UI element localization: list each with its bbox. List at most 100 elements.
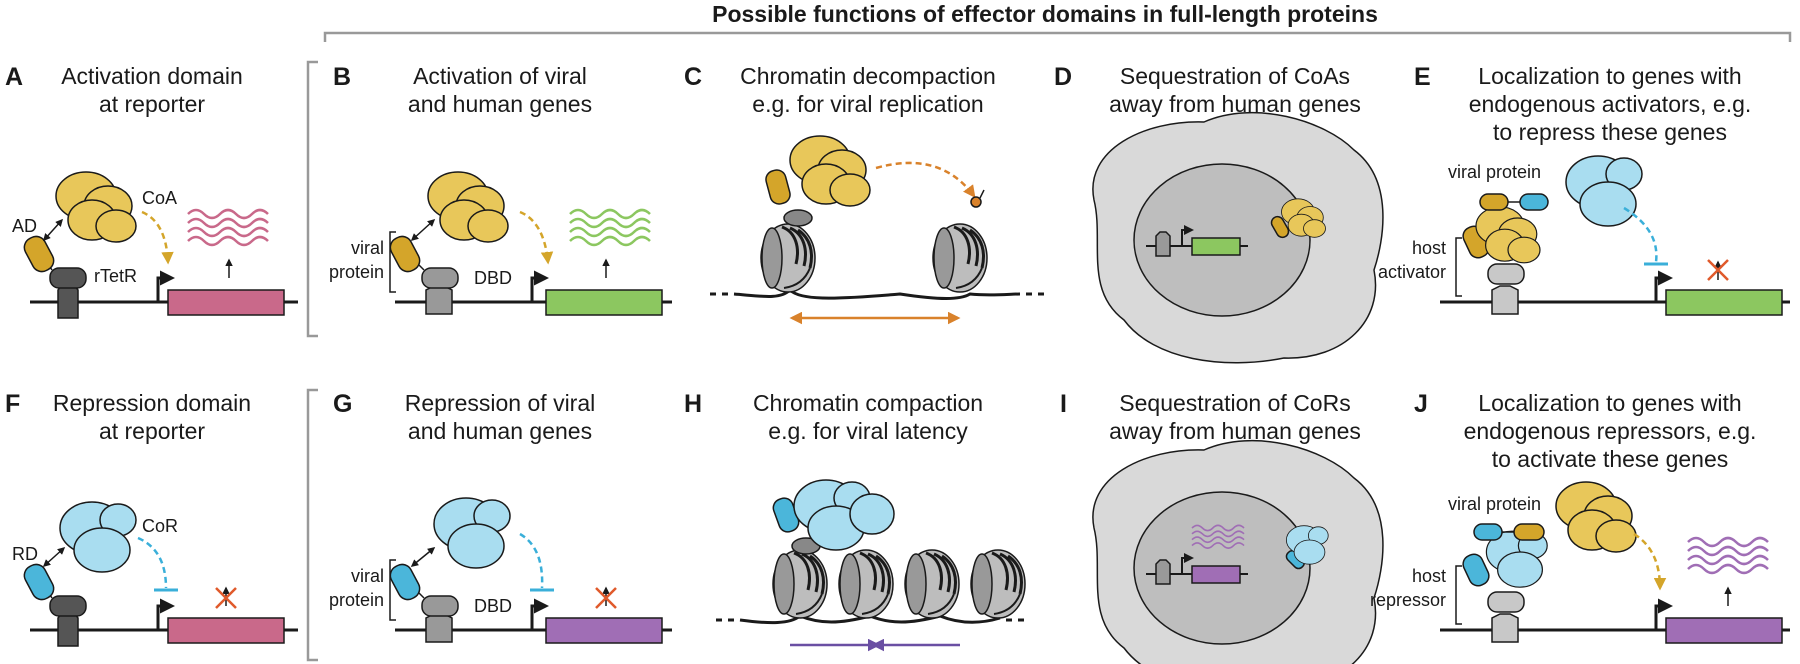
panel-letter: A — [5, 63, 23, 91]
coa-recruit-arrow — [519, 210, 554, 265]
panel-title-line2: e.g. for viral replication — [752, 91, 983, 117]
corepressor-complex — [433, 497, 511, 569]
blocked-cross — [1707, 259, 1729, 281]
dbd-label: DBD — [474, 268, 512, 288]
rtetr-domain — [49, 595, 87, 617]
interaction-arrow — [42, 546, 66, 568]
host-gene — [1665, 617, 1783, 644]
repression-arrow — [137, 536, 168, 589]
bottom-row-bracket — [306, 388, 318, 662]
panel-title-line2: and human genes — [408, 418, 592, 444]
figure-header: Possible functions of effector domains i… — [712, 1, 1378, 27]
coactivator-complex — [427, 171, 509, 243]
panel-title-line2: away from human genes — [1109, 91, 1361, 117]
viral-gene — [545, 617, 663, 644]
interaction-arrow — [410, 547, 436, 567]
panel-e: E Localization to genes with endogenous … — [1378, 63, 1790, 316]
nucleosome — [903, 548, 961, 620]
ad-label: AD — [12, 216, 37, 236]
panel-letter: I — [1060, 390, 1067, 418]
promoter-arrow — [1654, 598, 1673, 630]
mrna-waves — [1686, 536, 1770, 575]
dna-binding-site — [425, 613, 453, 643]
host-label-line1: host — [1412, 566, 1446, 586]
host-dbd — [1487, 263, 1525, 285]
panel-c: C Chromatin decompaction e.g. for viral … — [684, 63, 1044, 325]
promoter-arrow — [156, 598, 175, 630]
host-label-line2: activator — [1378, 262, 1446, 282]
dna-binding-site — [1155, 559, 1171, 585]
host-activator-bracket — [1455, 237, 1462, 297]
repression-arrow — [1623, 206, 1658, 263]
repression-arrow — [519, 532, 544, 589]
host-repressor-bracket — [1455, 565, 1462, 625]
panel-title-line1: Activation of viral — [413, 63, 587, 89]
rtetr-label: rTetR — [94, 266, 137, 286]
blocked-cross — [595, 587, 617, 609]
panel-title-line1: Localization to genes with — [1478, 63, 1741, 89]
panel-title-line3: to activate these genes — [1492, 446, 1729, 472]
panel-title-line2: and human genes — [408, 91, 592, 117]
viral-protein-label: viral protein — [1448, 494, 1541, 514]
coactivator-complex — [1555, 481, 1637, 553]
rtetr-domain — [49, 267, 87, 289]
host-label-line1: host — [1412, 238, 1446, 258]
host-repression-domain — [1462, 553, 1490, 587]
panel-title-line1: Repression domain — [53, 390, 251, 416]
host-dbd — [1487, 591, 1525, 613]
human-gene — [1191, 565, 1241, 584]
panel-title-line1: Activation domain — [61, 63, 243, 89]
panel-letter: H — [684, 390, 702, 418]
panel-i: I Sequestration of CoRs away from human … — [1060, 390, 1384, 664]
dna-binding-site — [1491, 613, 1519, 643]
mrna-waves — [186, 208, 270, 247]
nucleosome — [759, 222, 817, 294]
panel-a: A Activation domain at reporter AD CoA r… — [5, 63, 298, 319]
reporter-gene — [167, 617, 285, 644]
activation-arrow — [1633, 532, 1667, 591]
human-gene — [1191, 237, 1241, 256]
dna-binding-site — [1491, 285, 1519, 315]
panel-title-line2: at reporter — [99, 91, 205, 117]
panel-title-line1: Sequestration of CoRs — [1119, 390, 1350, 416]
panel-title-line2: endogenous repressors, e.g. — [1464, 418, 1757, 444]
viral-label-line2: protein — [329, 590, 384, 610]
panel-letter: B — [333, 63, 351, 91]
promoter-arrow — [1654, 270, 1673, 302]
viral-label-line1: viral — [351, 566, 384, 586]
header-bracket — [323, 31, 1792, 42]
panel-title-line1: Repression of viral — [405, 390, 595, 416]
blocked-cross — [215, 587, 237, 609]
top-row-bracket — [306, 60, 318, 338]
promoter-arrow — [1181, 553, 1194, 574]
panel-title-line2: e.g. for viral latency — [768, 418, 968, 444]
chromatin-fiber — [710, 287, 1044, 300]
repression-domain — [23, 563, 55, 601]
panel-g: G Repression of viral and human genes vi… — [329, 390, 672, 644]
corepressor-complex — [1565, 155, 1643, 227]
panel-title-line1: Chromatin compaction — [753, 390, 983, 416]
panel-j: J Localization to genes with endogenous … — [1370, 390, 1790, 644]
host-label-line2: repressor — [1370, 590, 1446, 610]
coa-label: CoA — [142, 188, 177, 208]
nucleosome — [931, 222, 989, 294]
promoter-arrow — [156, 270, 175, 302]
panel-d: D Sequestration of CoAs away from human … — [1054, 63, 1384, 364]
dbd-domain — [421, 267, 459, 289]
panel-title-line2: away from human genes — [1109, 418, 1361, 444]
promoter-arrow — [530, 598, 549, 630]
dbd-label: DBD — [474, 596, 512, 616]
repression-domain — [389, 563, 421, 601]
promoter-arrow — [530, 270, 549, 302]
histone-mark — [970, 196, 982, 208]
activation-domain — [23, 235, 55, 273]
mrna-waves — [568, 208, 652, 247]
coactivator-complex — [789, 135, 871, 207]
viral-protein-label: viral protein — [1448, 162, 1541, 182]
coactivator-complex — [55, 171, 137, 243]
host-gene — [1665, 289, 1783, 316]
panel-title-line2: at reporter — [99, 418, 205, 444]
nucleosome — [837, 548, 895, 620]
panel-h: H Chromatin compaction e.g. for viral la… — [684, 390, 1027, 652]
